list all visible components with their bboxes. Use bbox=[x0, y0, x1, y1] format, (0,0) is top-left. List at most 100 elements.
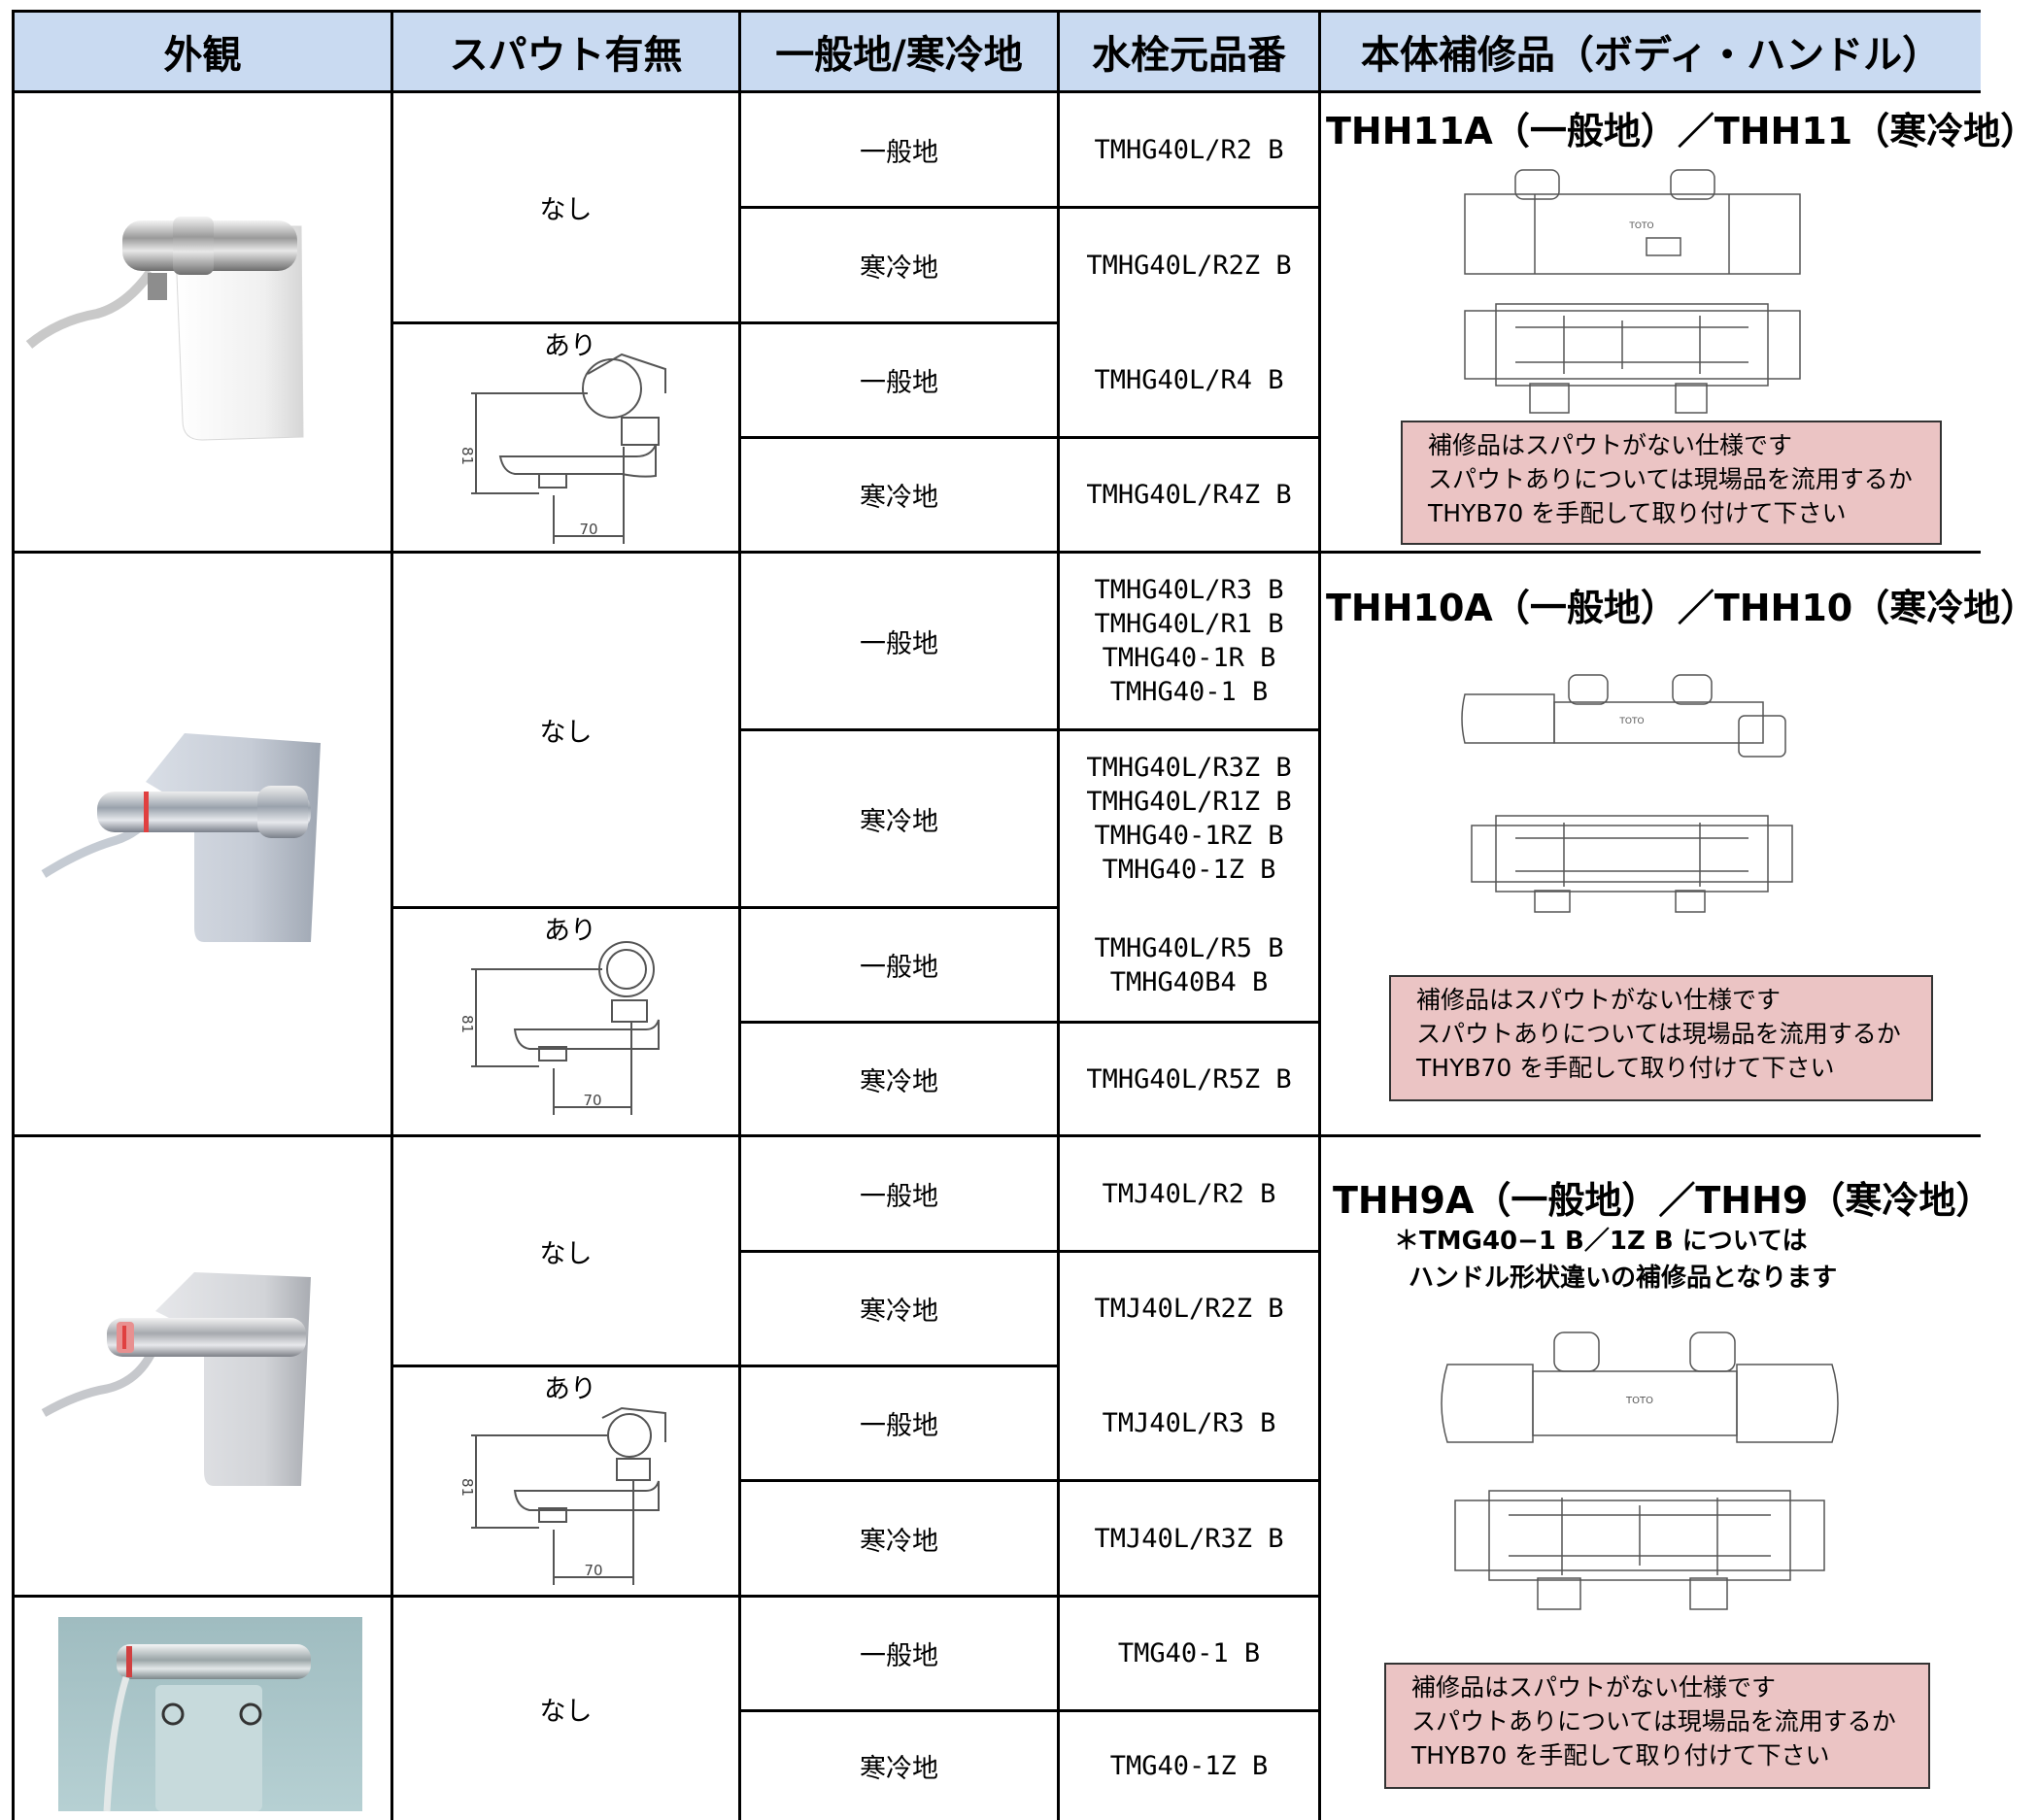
part-number: TMHG40L/R2Z B bbox=[1086, 250, 1292, 281]
note-line: スパウトありについては現場品を流用するか bbox=[1416, 1020, 1901, 1048]
spout-drawing-2: 81 70 bbox=[458, 941, 660, 1115]
repair-title-3: THH9A（一般地）／THH9（寒冷地） bbox=[1333, 1179, 1993, 1222]
dim-width-label: 70 bbox=[583, 1092, 601, 1109]
note-line: 補修品はスパウトがない仕様です bbox=[1416, 986, 1782, 1014]
grid-line bbox=[12, 551, 1981, 554]
grid-line bbox=[738, 1709, 1321, 1712]
spout-present-2: あり bbox=[544, 916, 596, 946]
note-line: 補修品はスパウトがない仕様です bbox=[1411, 1673, 1777, 1702]
part-number: TMHG40L/R3 B bbox=[1094, 575, 1284, 605]
grid-line bbox=[738, 436, 1321, 439]
grid-line bbox=[1057, 12, 1060, 1820]
part-number-cell: TMHG40L/R4Z B bbox=[1060, 439, 1318, 551]
part-number: TMHG40L/R5 B bbox=[1094, 932, 1284, 963]
repair-note-3: 補修品はスパウトがない仕様です スパウトありについては現場品を流用するか THY… bbox=[1384, 1663, 1930, 1789]
grid-line bbox=[12, 90, 1981, 93]
faucet-photo-2 bbox=[41, 733, 321, 942]
note-line: スパウトありについては現場品を流用するか bbox=[1411, 1707, 1896, 1736]
parts-table: 外観 スパウト有無 一般地/寒冷地 水栓元品番 本体補修品（ボディ・ハンドル） bbox=[12, 10, 2037, 1820]
spout-drawing-3: 81 70 bbox=[458, 1406, 666, 1585]
grid-line bbox=[12, 1595, 1321, 1598]
part-number: TMG40-1Z B bbox=[1109, 1751, 1269, 1781]
part-number: TMHG40L/R2 B bbox=[1094, 134, 1284, 165]
repair-title-1: THH11A（一般地）／THH11（寒冷地） bbox=[1326, 110, 2037, 152]
spout-present-1: あり bbox=[544, 331, 596, 361]
part-number-cell: TMJ40L/R2 B bbox=[1060, 1137, 1318, 1250]
region-cold: 寒冷地 bbox=[860, 806, 938, 837]
part-number: TMHG40B4 B bbox=[1109, 966, 1269, 997]
faucet-photo-3 bbox=[41, 1272, 311, 1486]
dim-width-label: 70 bbox=[579, 521, 597, 538]
part-number-cell: TMHG40L/R5 B TMHG40B4 B bbox=[1060, 909, 1318, 1021]
dim-height-label: 81 bbox=[458, 1015, 476, 1033]
repair-part-drawing-1: TOTO bbox=[1464, 169, 1801, 414]
grid-line bbox=[738, 728, 1321, 731]
repair-note-1: 補修品はスパウトがない仕様です スパウトありについては現場品を流用するか THY… bbox=[1401, 421, 1942, 545]
region-general: 一般地 bbox=[860, 1411, 938, 1441]
part-number: TMJ40L/R3 B bbox=[1102, 1408, 1276, 1438]
grid-line bbox=[12, 10, 1981, 13]
grid-line bbox=[738, 206, 1321, 209]
part-number: TMHG40-1R B bbox=[1102, 643, 1276, 673]
dim-width-label: 70 bbox=[584, 1562, 602, 1579]
part-number-cell: TMG40-1Z B bbox=[1060, 1712, 1318, 1820]
part-number-cell: TMJ40L/R3Z B bbox=[1060, 1482, 1318, 1595]
region-general: 一般地 bbox=[860, 1641, 938, 1671]
region-cold: 寒冷地 bbox=[860, 1526, 938, 1557]
part-number-cell: TMHG40L/R5Z B bbox=[1060, 1024, 1318, 1134]
spout-present-3: あり bbox=[544, 1374, 596, 1404]
spout-drawing-1: 81 70 bbox=[458, 353, 666, 544]
part-number: TMG40-1 B bbox=[1117, 1638, 1261, 1668]
part-number-cell: TMJ40L/R3 B bbox=[1060, 1367, 1318, 1479]
note-line: 補修品はスパウトがない仕様です bbox=[1428, 431, 1793, 459]
part-number-cell: TMHG40L/R2Z B bbox=[1060, 209, 1318, 321]
grid-line bbox=[738, 12, 741, 1820]
header-appearance: 外観 bbox=[163, 33, 242, 78]
grid-line bbox=[738, 1479, 1321, 1482]
part-number: TMHG40L/R4 B bbox=[1094, 365, 1284, 395]
part-number: TMHG40L/R1 B bbox=[1094, 609, 1284, 639]
header-spout: スパウト有無 bbox=[449, 33, 683, 78]
note-line: THYB70 を手配して取り付けて下さい bbox=[1416, 1054, 1835, 1082]
region-cold: 寒冷地 bbox=[860, 253, 938, 284]
spout-none-4: なし bbox=[539, 1697, 593, 1727]
part-number: TMJ40L/R2 B bbox=[1102, 1178, 1276, 1209]
repair-part-drawing-3: TOTO bbox=[1441, 1331, 1839, 1610]
part-number-cell: TMHG40L/R3 B TMHG40L/R1 B TMHG40-1R B TM… bbox=[1060, 554, 1318, 728]
region-general: 一般地 bbox=[860, 628, 938, 659]
grid-line bbox=[12, 12, 15, 1820]
region-general: 一般地 bbox=[860, 137, 938, 168]
header-region: 一般地/寒冷地 bbox=[775, 33, 1023, 78]
repair-note-2: 補修品はスパウトがない仕様です スパウトありについては現場品を流用するか THY… bbox=[1389, 975, 1933, 1101]
region-general: 一般地 bbox=[860, 368, 938, 398]
region-general: 一般地 bbox=[860, 1181, 938, 1212]
repair-remark-3b: ハンドル形状違いの補修品となります bbox=[1409, 1264, 1838, 1293]
grid-line bbox=[1318, 12, 1321, 1820]
part-number: TMHG40L/R1Z B bbox=[1086, 787, 1292, 817]
repair-title-2: THH10A（一般地）／THH10（寒冷地） bbox=[1326, 587, 2037, 629]
header-row bbox=[15, 12, 1981, 91]
brand-mark: TOTO bbox=[1625, 1396, 1653, 1406]
spout-none-3: なし bbox=[539, 1238, 593, 1269]
grid-line bbox=[738, 1250, 1321, 1253]
part-number: TMHG40-1RZ B bbox=[1094, 821, 1284, 851]
part-number: TMHG40-1Z B bbox=[1102, 855, 1276, 885]
faucet-photo-4 bbox=[58, 1617, 362, 1812]
part-number: TMHG40L/R4Z B bbox=[1086, 480, 1292, 510]
grid-line bbox=[390, 1365, 1059, 1367]
note-line: THYB70 を手配して取り付けて下さい bbox=[1428, 499, 1847, 527]
part-number-cell: TMHG40L/R3Z B TMHG40L/R1Z B TMHG40-1RZ B… bbox=[1060, 731, 1318, 906]
faucet-photo-1 bbox=[25, 217, 304, 441]
header-part-number: 水栓元品番 bbox=[1092, 33, 1286, 78]
spout-none-1: なし bbox=[539, 195, 593, 225]
spout-none-2: なし bbox=[539, 718, 593, 748]
dim-height-label: 81 bbox=[458, 447, 476, 465]
repair-part-drawing-2: TOTO bbox=[1461, 674, 1793, 913]
part-number: TMJ40L/R2Z B bbox=[1094, 1294, 1284, 1324]
part-number-cell: TMG40-1 B bbox=[1060, 1598, 1318, 1709]
grid-line bbox=[390, 321, 1059, 324]
brand-mark: TOTO bbox=[1618, 717, 1644, 726]
grid-line bbox=[12, 1134, 1981, 1137]
part-number: TMJ40L/R3Z B bbox=[1094, 1523, 1284, 1554]
grid-line bbox=[738, 1021, 1321, 1024]
